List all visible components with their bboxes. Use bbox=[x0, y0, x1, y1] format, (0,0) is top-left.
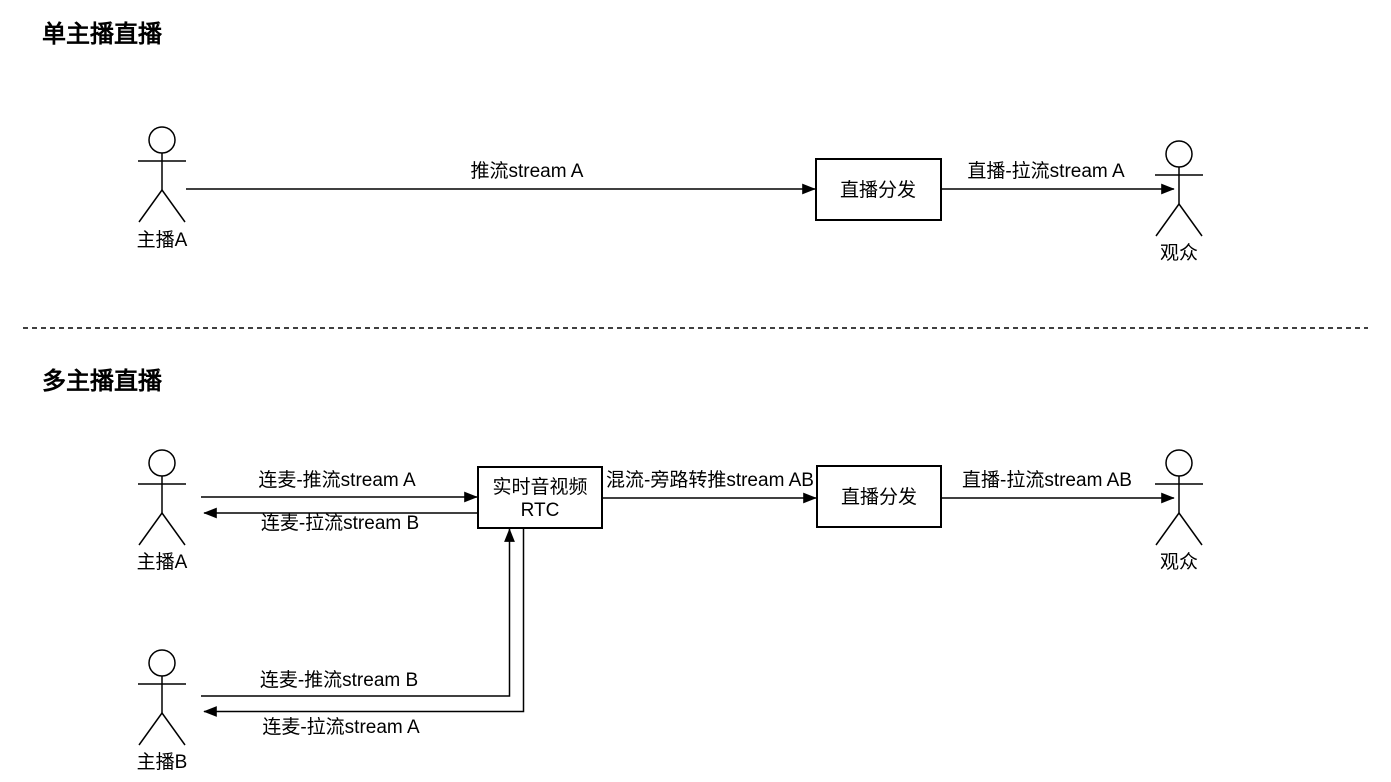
rtc-box: 实时音视频 RTC bbox=[477, 466, 603, 529]
anchor-a-push-arrow-label: 连麦-推流stream A bbox=[258, 469, 416, 491]
distribution-box-single-label: 直播分发 bbox=[840, 179, 916, 201]
actor-audience-multi: 观众 bbox=[1154, 449, 1204, 573]
anchor-b-push-arrow bbox=[201, 528, 515, 697]
rtc-box-label-line1: 实时音视频 bbox=[492, 476, 587, 498]
actor-audience-single: 观众 bbox=[1154, 140, 1204, 264]
distribution-box-multi-label: 直播分发 bbox=[841, 486, 917, 508]
anchor-b-push-arrow-label: 连麦-推流stream B bbox=[260, 669, 418, 691]
anchor-a-pull-arrow-label: 连麦-拉流stream B bbox=[261, 512, 419, 534]
actor-anchor-a-single: 主播A bbox=[137, 126, 188, 251]
actor-anchor-b-multi-label: 主播B bbox=[137, 751, 188, 773]
multi-section-title: 多主播直播 bbox=[42, 368, 163, 395]
multi-pull-arrow-label: 直播-拉流stream AB bbox=[962, 469, 1132, 491]
distribution-box-single: 直播分发 bbox=[815, 158, 942, 221]
actor-anchor-a-multi-label: 主播A bbox=[137, 551, 188, 573]
single-section-title: 单主播直播 bbox=[42, 21, 163, 48]
actor-audience-multi-label: 观众 bbox=[1160, 551, 1198, 573]
rtc-box-label-line2: RTC bbox=[521, 500, 560, 521]
actor-anchor-a-multi: 主播A bbox=[137, 449, 188, 573]
anchor-b-pull-arrow bbox=[203, 528, 525, 717]
stick-figure-icon bbox=[137, 649, 187, 746]
actor-anchor-a-single-label: 主播A bbox=[137, 229, 188, 251]
single-push-arrow-label: 推流stream A bbox=[471, 160, 584, 182]
actor-anchor-b-multi: 主播B bbox=[137, 649, 188, 773]
stick-figure-icon bbox=[137, 449, 187, 546]
stick-figure-icon bbox=[137, 126, 187, 223]
actor-audience-single-label: 观众 bbox=[1160, 242, 1198, 264]
single-pull-arrow-label: 直播-拉流stream A bbox=[967, 160, 1125, 182]
distribution-box-multi: 直播分发 bbox=[816, 465, 942, 528]
anchor-b-pull-arrow-label: 连麦-拉流stream A bbox=[262, 716, 420, 738]
mix-relay-arrow-label: 混流-旁路转推stream AB bbox=[606, 469, 814, 491]
